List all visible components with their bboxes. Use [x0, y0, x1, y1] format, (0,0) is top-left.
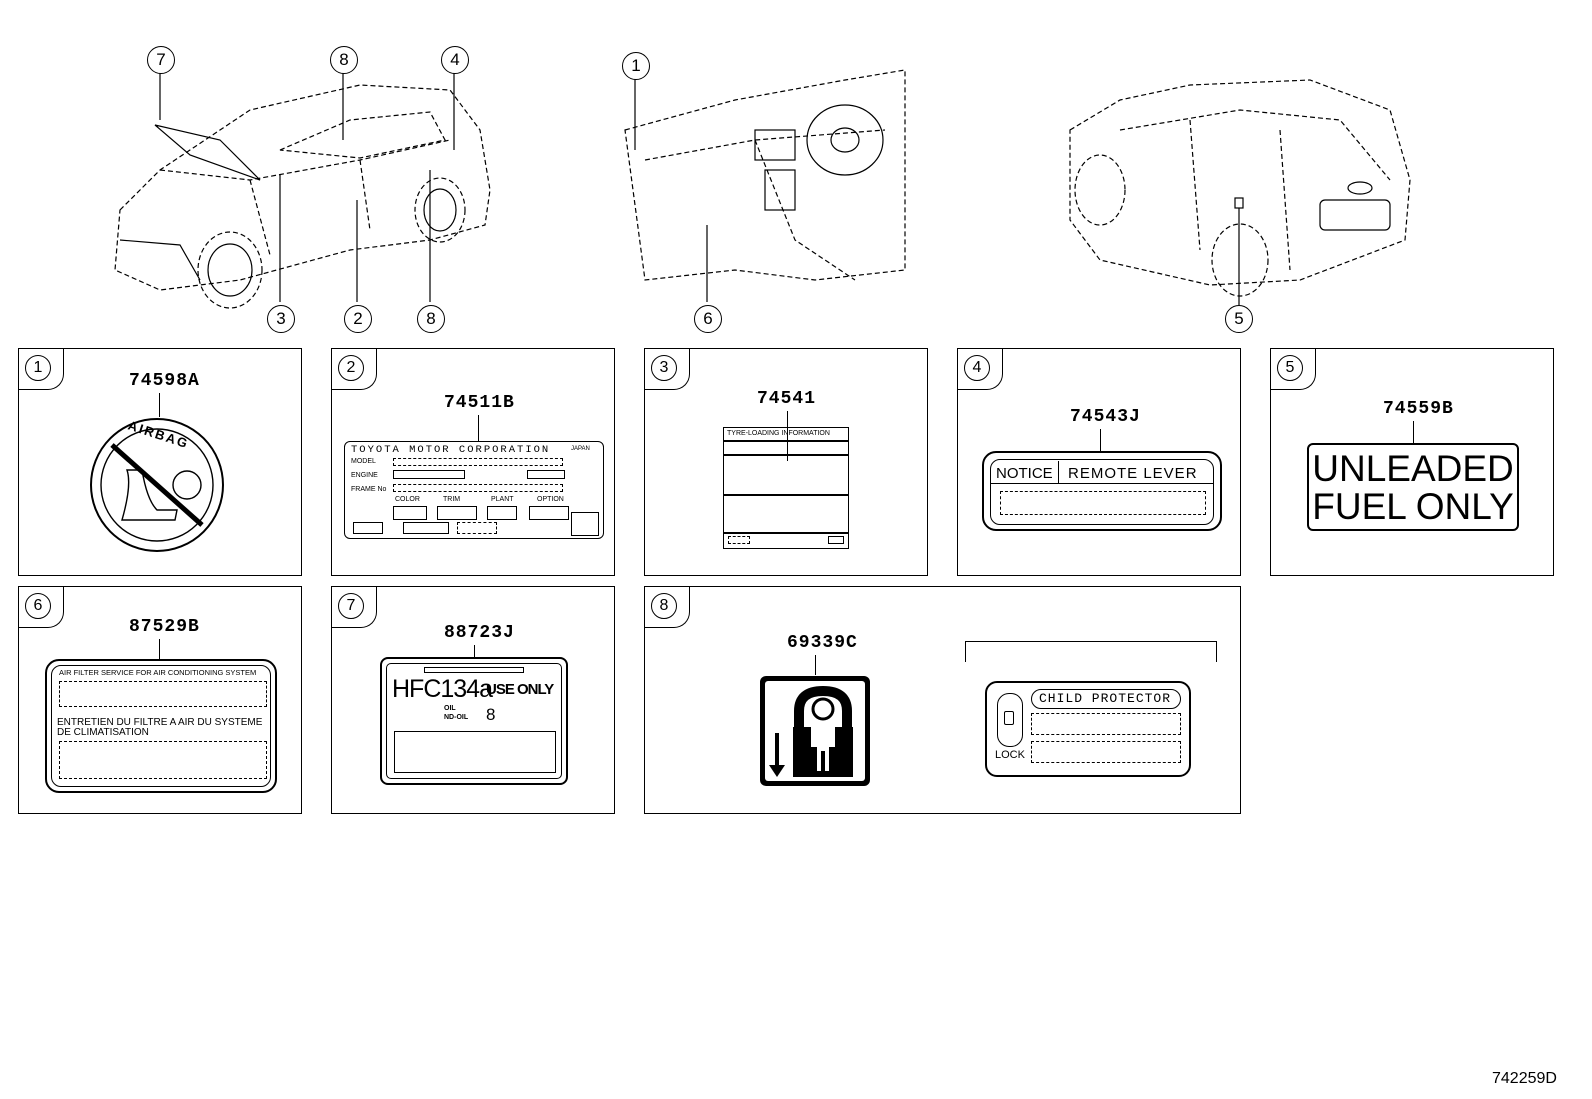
panel-tab: 6: [19, 587, 64, 628]
panel-7: 7 88723J HFC134a USE ONLY OIL ND-OIL 8: [331, 586, 615, 814]
callout-interior-6: 6: [694, 305, 722, 333]
panel-tab: 7: [332, 587, 377, 628]
lock-text: LOCK: [995, 749, 1025, 761]
use-only-text: USE ONLY: [486, 681, 554, 698]
color-label: COLOR: [395, 496, 420, 503]
panel-tab: 8: [645, 587, 690, 628]
air-filter-service-label: AIR FILTER SERVICE FOR AIR CONDITIONING …: [45, 659, 277, 793]
nd-oil-text: ND-OIL: [444, 714, 469, 721]
callout-front-2: 2: [344, 305, 372, 333]
child-protector-text: CHILD PROTECTOR: [1039, 691, 1172, 706]
front-car-drawing: [114, 72, 491, 309]
unleaded-text: UNLEADED: [1312, 448, 1514, 489]
company-name: TOYOTA MOTOR CORPORATION: [351, 444, 551, 456]
panel-2: 2 74511B TOYOTA MOTOR CORPORATION JAPAN …: [331, 348, 615, 576]
part-code: 74541: [757, 389, 817, 409]
panel-3: 3 74541 TYRE-LOADING INFORMATION: [644, 348, 928, 576]
tyre-loading-text: TYRE-LOADING INFORMATION: [727, 430, 830, 437]
remote-lever-text: REMOTE LEVER: [1068, 465, 1198, 482]
figure-id: 742259D: [1492, 1070, 1557, 1087]
panel-8: 8 69339C CHILD PROTECTOR LOCK: [644, 586, 1241, 814]
part-code: 74543J: [1070, 407, 1141, 427]
refrigerant-label: HFC134a USE ONLY OIL ND-OIL 8: [380, 657, 568, 785]
leader-line: [1100, 429, 1101, 451]
part-code: 74511B: [444, 393, 515, 413]
notice-text: NOTICE: [996, 465, 1053, 482]
tyre-loading-label: TYRE-LOADING INFORMATION: [723, 427, 849, 549]
panel-tab: 1: [19, 349, 64, 390]
airbag-warning-icon: [90, 418, 224, 552]
leader-line: [159, 393, 160, 417]
panel-tab: 3: [645, 349, 690, 390]
leader-line: [159, 639, 160, 659]
panel-6: 6 87529B AIR FILTER SERVICE FOR AIR COND…: [18, 586, 302, 814]
panel-number: 1: [25, 355, 51, 381]
model-label: MODEL: [351, 458, 376, 465]
panel-number: 3: [651, 355, 677, 381]
oil-text: OIL: [444, 705, 456, 712]
vehicle-id-plate: TOYOTA MOTOR CORPORATION JAPAN MODEL ENG…: [344, 441, 604, 539]
air-filter-text-fr1: ENTRETIEN DU FILTRE A AIR DU SYSTEME: [57, 717, 263, 728]
leader-line: [1413, 421, 1414, 443]
front-exterior-view: [100, 40, 500, 320]
fuel-only-text: FUEL ONLY: [1312, 486, 1514, 527]
panel-tab: 2: [332, 349, 377, 390]
panel-number: 2: [338, 355, 364, 381]
panel-1: 1 74598A AIRBAG: [18, 348, 302, 576]
interior-view: [615, 40, 915, 320]
callout-front-3: 3: [267, 305, 295, 333]
panel-number: 8: [651, 593, 677, 619]
rear-exterior-view: [1060, 70, 1440, 310]
engine-label: ENGINE: [351, 472, 378, 479]
panel-tab: 4: [958, 349, 1003, 390]
interior-drawing: [624, 69, 906, 302]
part-code: 74598A: [129, 371, 200, 391]
bracket-line: [965, 641, 1217, 662]
callout-front-7: 7: [147, 46, 175, 74]
leader-line: [815, 655, 816, 675]
part-code: 87529B: [129, 617, 200, 637]
air-filter-text-fr2: DE CLIMATISATION: [57, 727, 149, 738]
unleaded-fuel-label: UNLEADED FUEL ONLY: [1307, 443, 1519, 531]
remote-lever-notice: NOTICE REMOTE LEVER: [982, 451, 1222, 531]
rear-car-drawing: [1069, 79, 1411, 305]
callout-front-8-top: 8: [330, 46, 358, 74]
country: JAPAN: [571, 446, 590, 452]
callout-interior-1: 1: [622, 52, 650, 80]
leader-line: [787, 411, 788, 461]
trim-label: TRIM: [443, 496, 461, 503]
panel-number: 4: [964, 355, 990, 381]
callout-rear-5: 5: [1225, 305, 1253, 333]
air-filter-text-en: AIR FILTER SERVICE FOR AIR CONDITIONING …: [59, 668, 257, 677]
leader-line: [478, 415, 479, 441]
part-code: 69339C: [787, 633, 858, 653]
panel-4: 4 74543J NOTICE REMOTE LEVER: [957, 348, 1241, 576]
oil-number: 8: [486, 705, 496, 724]
plant-label: PLANT: [491, 496, 514, 503]
child-lock-icon: [760, 676, 870, 786]
panel-number: 7: [338, 593, 364, 619]
hfc134a-text: HFC134a: [392, 675, 493, 703]
panel-number: 6: [25, 593, 51, 619]
panel-tab: 5: [1271, 349, 1316, 390]
part-code: 74559B: [1383, 399, 1454, 419]
option-label: OPTION: [537, 496, 564, 503]
child-protector-label: CHILD PROTECTOR LOCK: [985, 681, 1191, 777]
panel-5: 5 74559B UNLEADED FUEL ONLY: [1270, 348, 1554, 576]
callout-front-4: 4: [441, 46, 469, 74]
panel-number: 5: [1277, 355, 1303, 381]
frame-label: FRAME No: [351, 486, 387, 493]
leader-line: [474, 645, 475, 659]
part-code: 88723J: [444, 623, 515, 643]
callout-front-8-bottom: 8: [417, 305, 445, 333]
